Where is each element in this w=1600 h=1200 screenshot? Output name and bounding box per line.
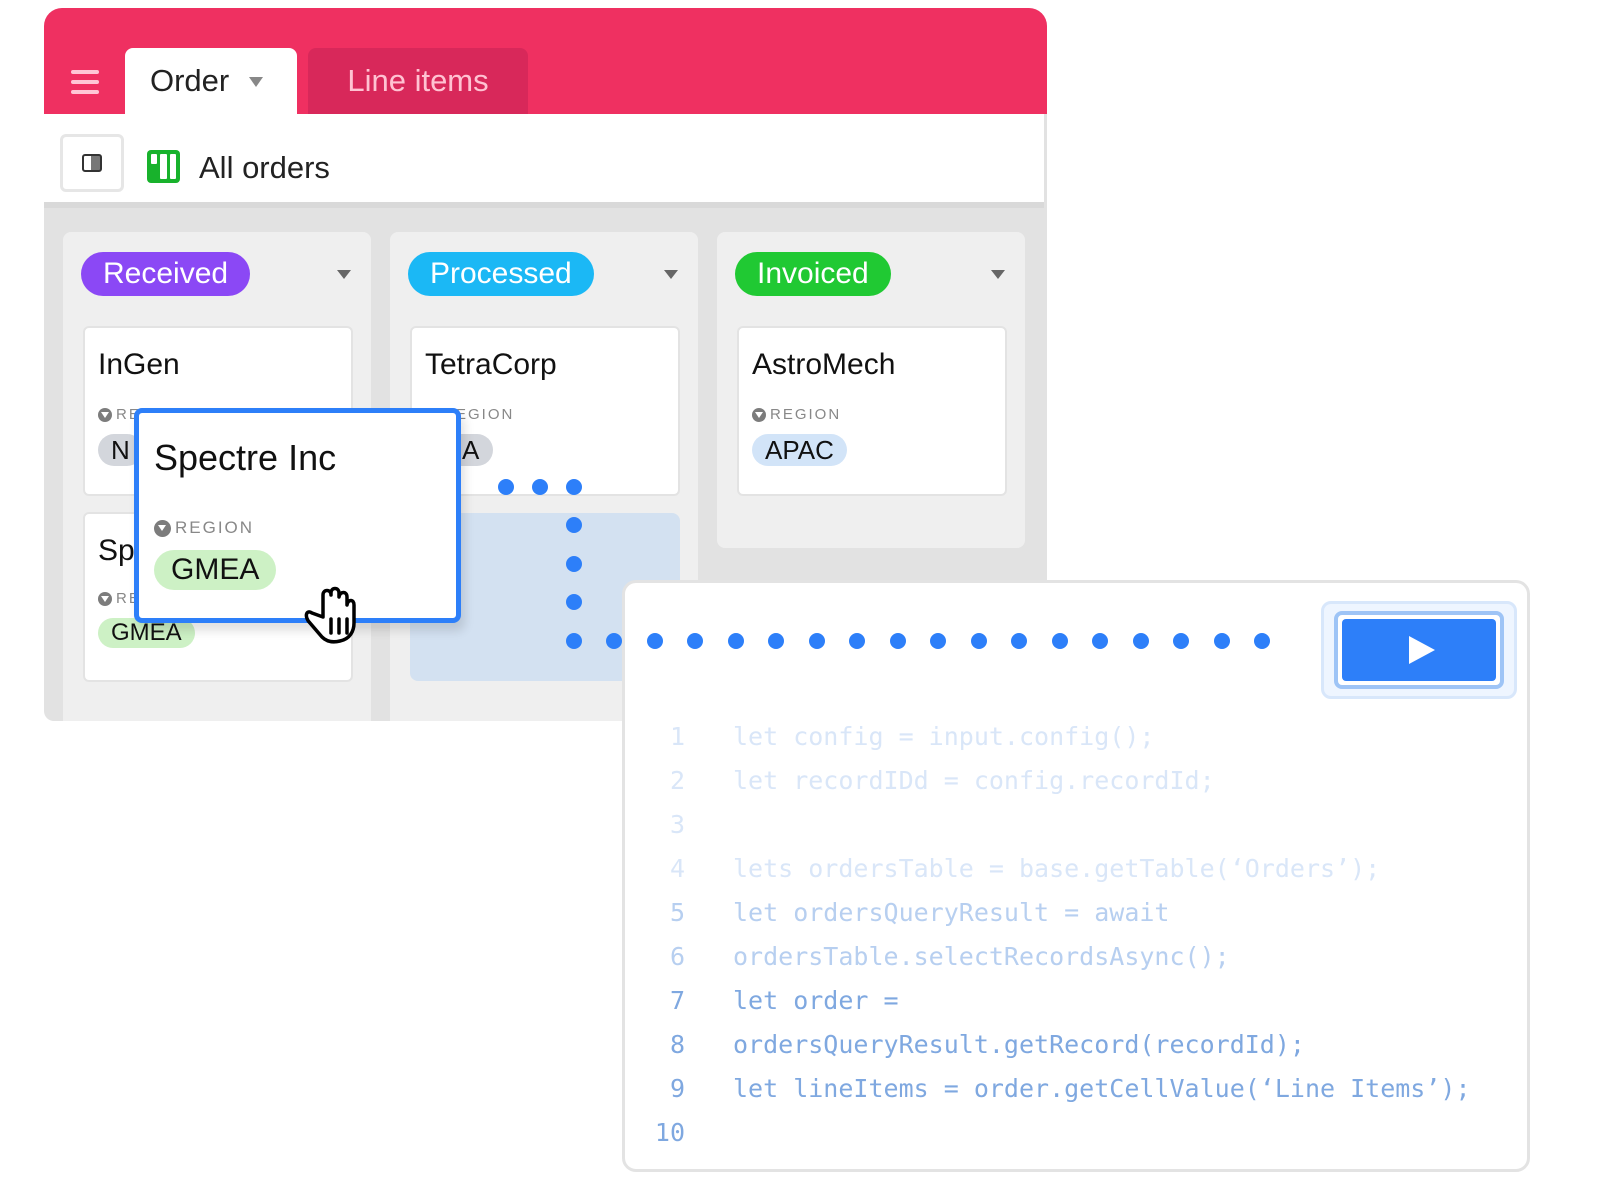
card-title: TetraCorp [425,348,557,381]
status-pill-received: Received [81,252,251,296]
region-tag: GMEA [154,550,277,590]
tab-order-label: Order [150,63,230,98]
field-label-region: EGION [456,406,515,423]
code-line: 10 [654,1118,685,1147]
airtable-app-window: Order Line items All orders Received InG… [44,8,1047,721]
field-label-region: REGION [154,518,254,538]
tab-line-items[interactable]: Line items [308,48,528,114]
region-tag: GMEA [98,618,195,648]
dragging-card-spectre-inc[interactable]: Spectre Inc REGION GMEA [134,408,461,623]
card-title: AstroMech [752,348,896,381]
grab-hand-cursor-icon [304,586,356,644]
top-bar: Order Line items [44,8,1047,114]
region-tag: APAC [752,434,847,466]
view-bar: All orders [44,114,1044,208]
sidebar-toggle-icon [82,154,102,172]
single-select-icon [98,591,112,606]
card-title: Spectre Inc [154,437,337,478]
single-select-icon [98,407,112,422]
tab-order[interactable]: Order [125,48,297,114]
single-select-icon [154,519,171,537]
field-label-region: RE [98,590,141,607]
column-menu-chevron-icon[interactable] [991,270,1005,279]
card-title: Sp [98,534,135,567]
run-button[interactable] [1342,619,1496,681]
code-line: 3 [669,810,685,839]
card-astromech[interactable]: AstroMech REGION APAC [737,326,1007,496]
play-icon [1409,636,1435,664]
tab-line-items-label: Line items [347,63,489,98]
field-label-region: REGION [752,406,841,423]
run-button-focus-ring [1321,601,1517,699]
column-invoiced: Invoiced AstroMech REGION APAC [717,232,1025,548]
card-title: InGen [98,348,180,381]
kanban-icon [147,150,180,183]
view-title[interactable]: All orders [199,150,330,185]
chevron-down-icon[interactable] [249,77,264,87]
sidebar-toggle-button[interactable] [60,134,124,192]
single-select-icon [752,407,766,422]
status-pill-processed: Processed [408,252,594,296]
status-pill-invoiced: Invoiced [735,252,891,296]
column-menu-chevron-icon[interactable] [664,270,678,279]
column-menu-chevron-icon[interactable] [337,270,351,279]
hamburger-icon[interactable] [71,70,99,94]
